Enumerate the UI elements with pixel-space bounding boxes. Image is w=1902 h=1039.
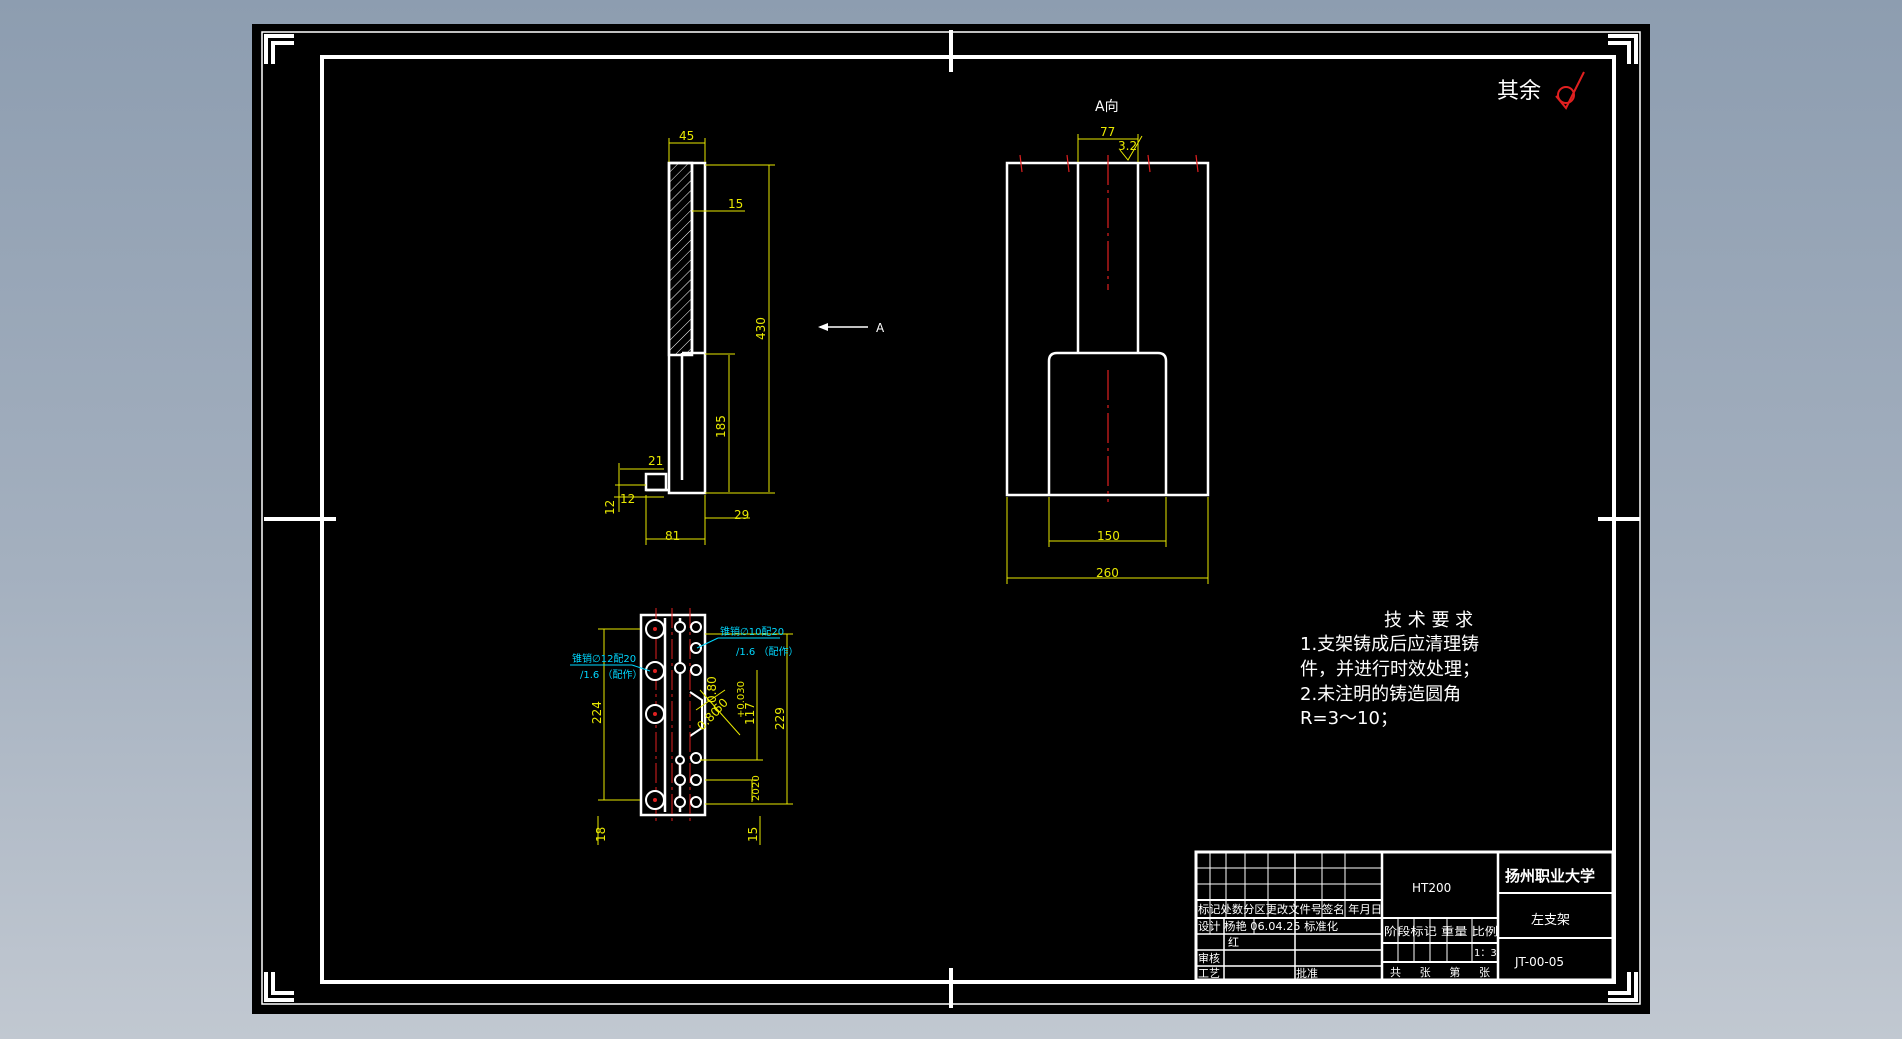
dim-29: 29 bbox=[734, 508, 749, 522]
tb-drawing-no: JT-00-05 bbox=[1514, 955, 1564, 969]
tech-line-3: 2.未注明的铸造圆角 bbox=[1300, 684, 1461, 705]
tech-line-1: 1.支架铸成后应清理铸 bbox=[1300, 634, 1479, 655]
tb-process: 工艺 bbox=[1198, 967, 1220, 980]
right-pin-note: 锥销∅10配20 bbox=[720, 625, 784, 638]
left-pin-note-2: ∕1.6 （配作） bbox=[580, 669, 642, 681]
tb-row-2: 红 bbox=[1228, 936, 1239, 949]
dim-21: 21 bbox=[648, 454, 663, 468]
dim-15: 15 bbox=[728, 197, 743, 211]
dim-229: 229 bbox=[773, 707, 787, 730]
dim-20a: 20 bbox=[751, 788, 762, 801]
dim-260: 260 bbox=[1096, 566, 1119, 580]
tb-header-row: 标记处数分区更改文件号签名 年月日 bbox=[1198, 902, 1382, 916]
dim-77: 77 bbox=[1100, 125, 1115, 139]
tb-scale: 1：3 bbox=[1474, 948, 1497, 959]
right-pin-note-2: ∕1.6 （配作） bbox=[736, 646, 798, 658]
dim-20b: 20 bbox=[751, 775, 762, 788]
view-arrow-icon: A bbox=[818, 321, 885, 335]
pin-notes: 锥销∅12配20 ∕1.6 （配作） 锥销∅10配20 ∕1.6 （配作） bbox=[570, 625, 798, 681]
tech-title: 技 术 要 求 bbox=[1384, 610, 1473, 631]
tech-requirements: 技 术 要 求 1.支架铸成后应清理铸 件，并进行时效处理； 2.未注明的铸造圆… bbox=[1300, 610, 1480, 729]
dim-81: 81 bbox=[665, 529, 680, 543]
roughness-note: 其余 bbox=[1497, 71, 1585, 110]
left-pin-note: 锥销∅12配20 bbox=[572, 652, 636, 665]
dim-430: 430 bbox=[754, 317, 768, 340]
tb-design-row: 设计 杨艳 06.04.25 标准化 bbox=[1198, 919, 1338, 933]
dim-12a: 12 bbox=[620, 492, 635, 506]
tb-part-name: 左支架 bbox=[1531, 913, 1570, 928]
dim-185: 185 bbox=[714, 415, 728, 438]
view-a: A向 77 3.2 150 260 bbox=[1005, 99, 1210, 584]
tech-line-4: R=3～10； bbox=[1300, 708, 1398, 729]
hole-view: 224 229 117 +0.030 0.80 0.80 60 18 15 20… bbox=[570, 608, 798, 845]
dim-15: 15 bbox=[746, 827, 760, 842]
dim-0-80a: 0.80 bbox=[705, 676, 719, 703]
dim-224: 224 bbox=[590, 701, 604, 724]
roughness-note-label: 其余 bbox=[1497, 79, 1541, 104]
dim-117: 117 bbox=[743, 702, 757, 725]
dim-12b: 12 bbox=[603, 500, 617, 515]
dim-3-2: 3.2 bbox=[1118, 139, 1137, 153]
dim-tol: +0.030 bbox=[736, 681, 747, 718]
dim-150: 150 bbox=[1097, 529, 1120, 543]
dim-45: 45 bbox=[679, 129, 694, 143]
arrow-label: A bbox=[876, 321, 885, 335]
section-hatch bbox=[667, 161, 694, 357]
dim-18: 18 bbox=[594, 827, 608, 842]
surface-roughness-check-icon bbox=[1555, 71, 1585, 110]
tb-school: 扬州职业大学 bbox=[1505, 867, 1595, 885]
front-view: 45 15 430 185 21 12 12 81 29 A bbox=[603, 129, 885, 545]
view-a-label: A向 bbox=[1095, 99, 1119, 115]
tb-review: 审核 bbox=[1198, 951, 1220, 965]
tb-stage-row: 阶段标记 重量 比例 bbox=[1384, 924, 1498, 938]
tech-line-2: 件，并进行时效处理； bbox=[1300, 659, 1480, 680]
border-frame bbox=[261, 30, 1641, 1008]
drawing-sheet bbox=[252, 24, 1650, 1014]
tb-material: HT200 bbox=[1412, 881, 1451, 895]
tb-approve: 批准 bbox=[1296, 966, 1318, 980]
